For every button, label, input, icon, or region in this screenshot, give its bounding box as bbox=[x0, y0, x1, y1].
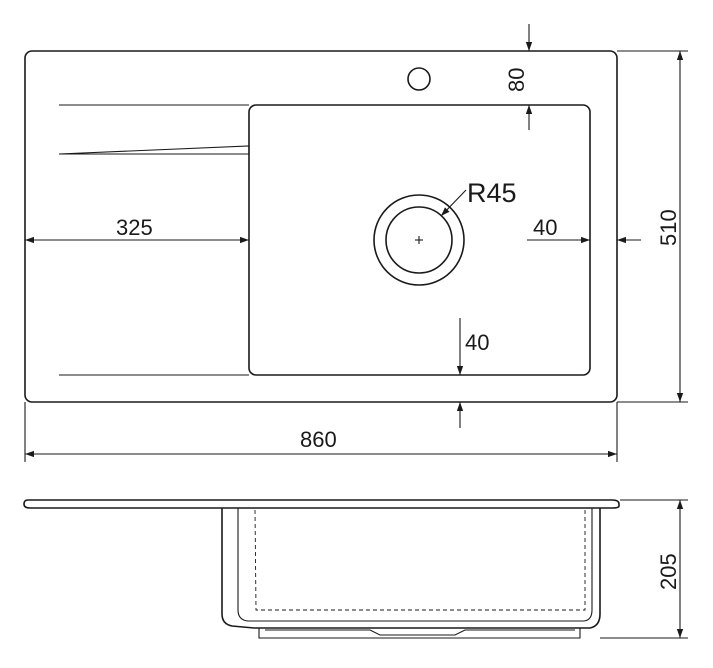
tap-hole bbox=[407, 67, 431, 91]
drain-inner-ring bbox=[385, 206, 453, 274]
side-margin-label: 40 bbox=[533, 215, 557, 240]
drainer-width-dimension: 325 bbox=[25, 215, 249, 244]
bowl-inner-profile bbox=[237, 508, 593, 622]
sink-rim bbox=[23, 499, 620, 509]
drain-radius-label: R45 bbox=[467, 178, 517, 208]
front-margin-label: 40 bbox=[465, 330, 489, 355]
overall-width-dimension: 860 bbox=[24, 402, 618, 462]
drainer-width-label: 325 bbox=[116, 215, 153, 240]
tap-offset-dimension: 80 bbox=[504, 24, 533, 130]
bowl-hidden-line bbox=[254, 509, 586, 611]
overall-depth-label: 510 bbox=[656, 209, 681, 246]
sink-outline bbox=[24, 50, 618, 403]
top-view: R45 80 325 40 40 510 bbox=[24, 24, 688, 462]
bowl-outer-profile bbox=[221, 508, 601, 629]
bowl-base-groove bbox=[265, 629, 575, 636]
bowl-height-label: 205 bbox=[656, 553, 681, 590]
bowl-height-dimension: 205 bbox=[600, 499, 688, 639]
overall-width-label: 860 bbox=[300, 427, 337, 452]
drain-center-mark bbox=[415, 236, 423, 244]
tap-offset-label: 80 bbox=[504, 68, 529, 92]
side-view: 205 bbox=[23, 499, 688, 639]
drainer-ridge bbox=[58, 145, 250, 155]
bowl-base-foot bbox=[258, 628, 581, 639]
front-margin-dimension: 40 bbox=[456, 318, 489, 428]
drain-outer-ring bbox=[373, 194, 465, 286]
radius-leader bbox=[440, 189, 467, 217]
overall-depth-dimension: 510 bbox=[617, 50, 688, 403]
side-margin-dimension: 40 bbox=[527, 215, 641, 244]
